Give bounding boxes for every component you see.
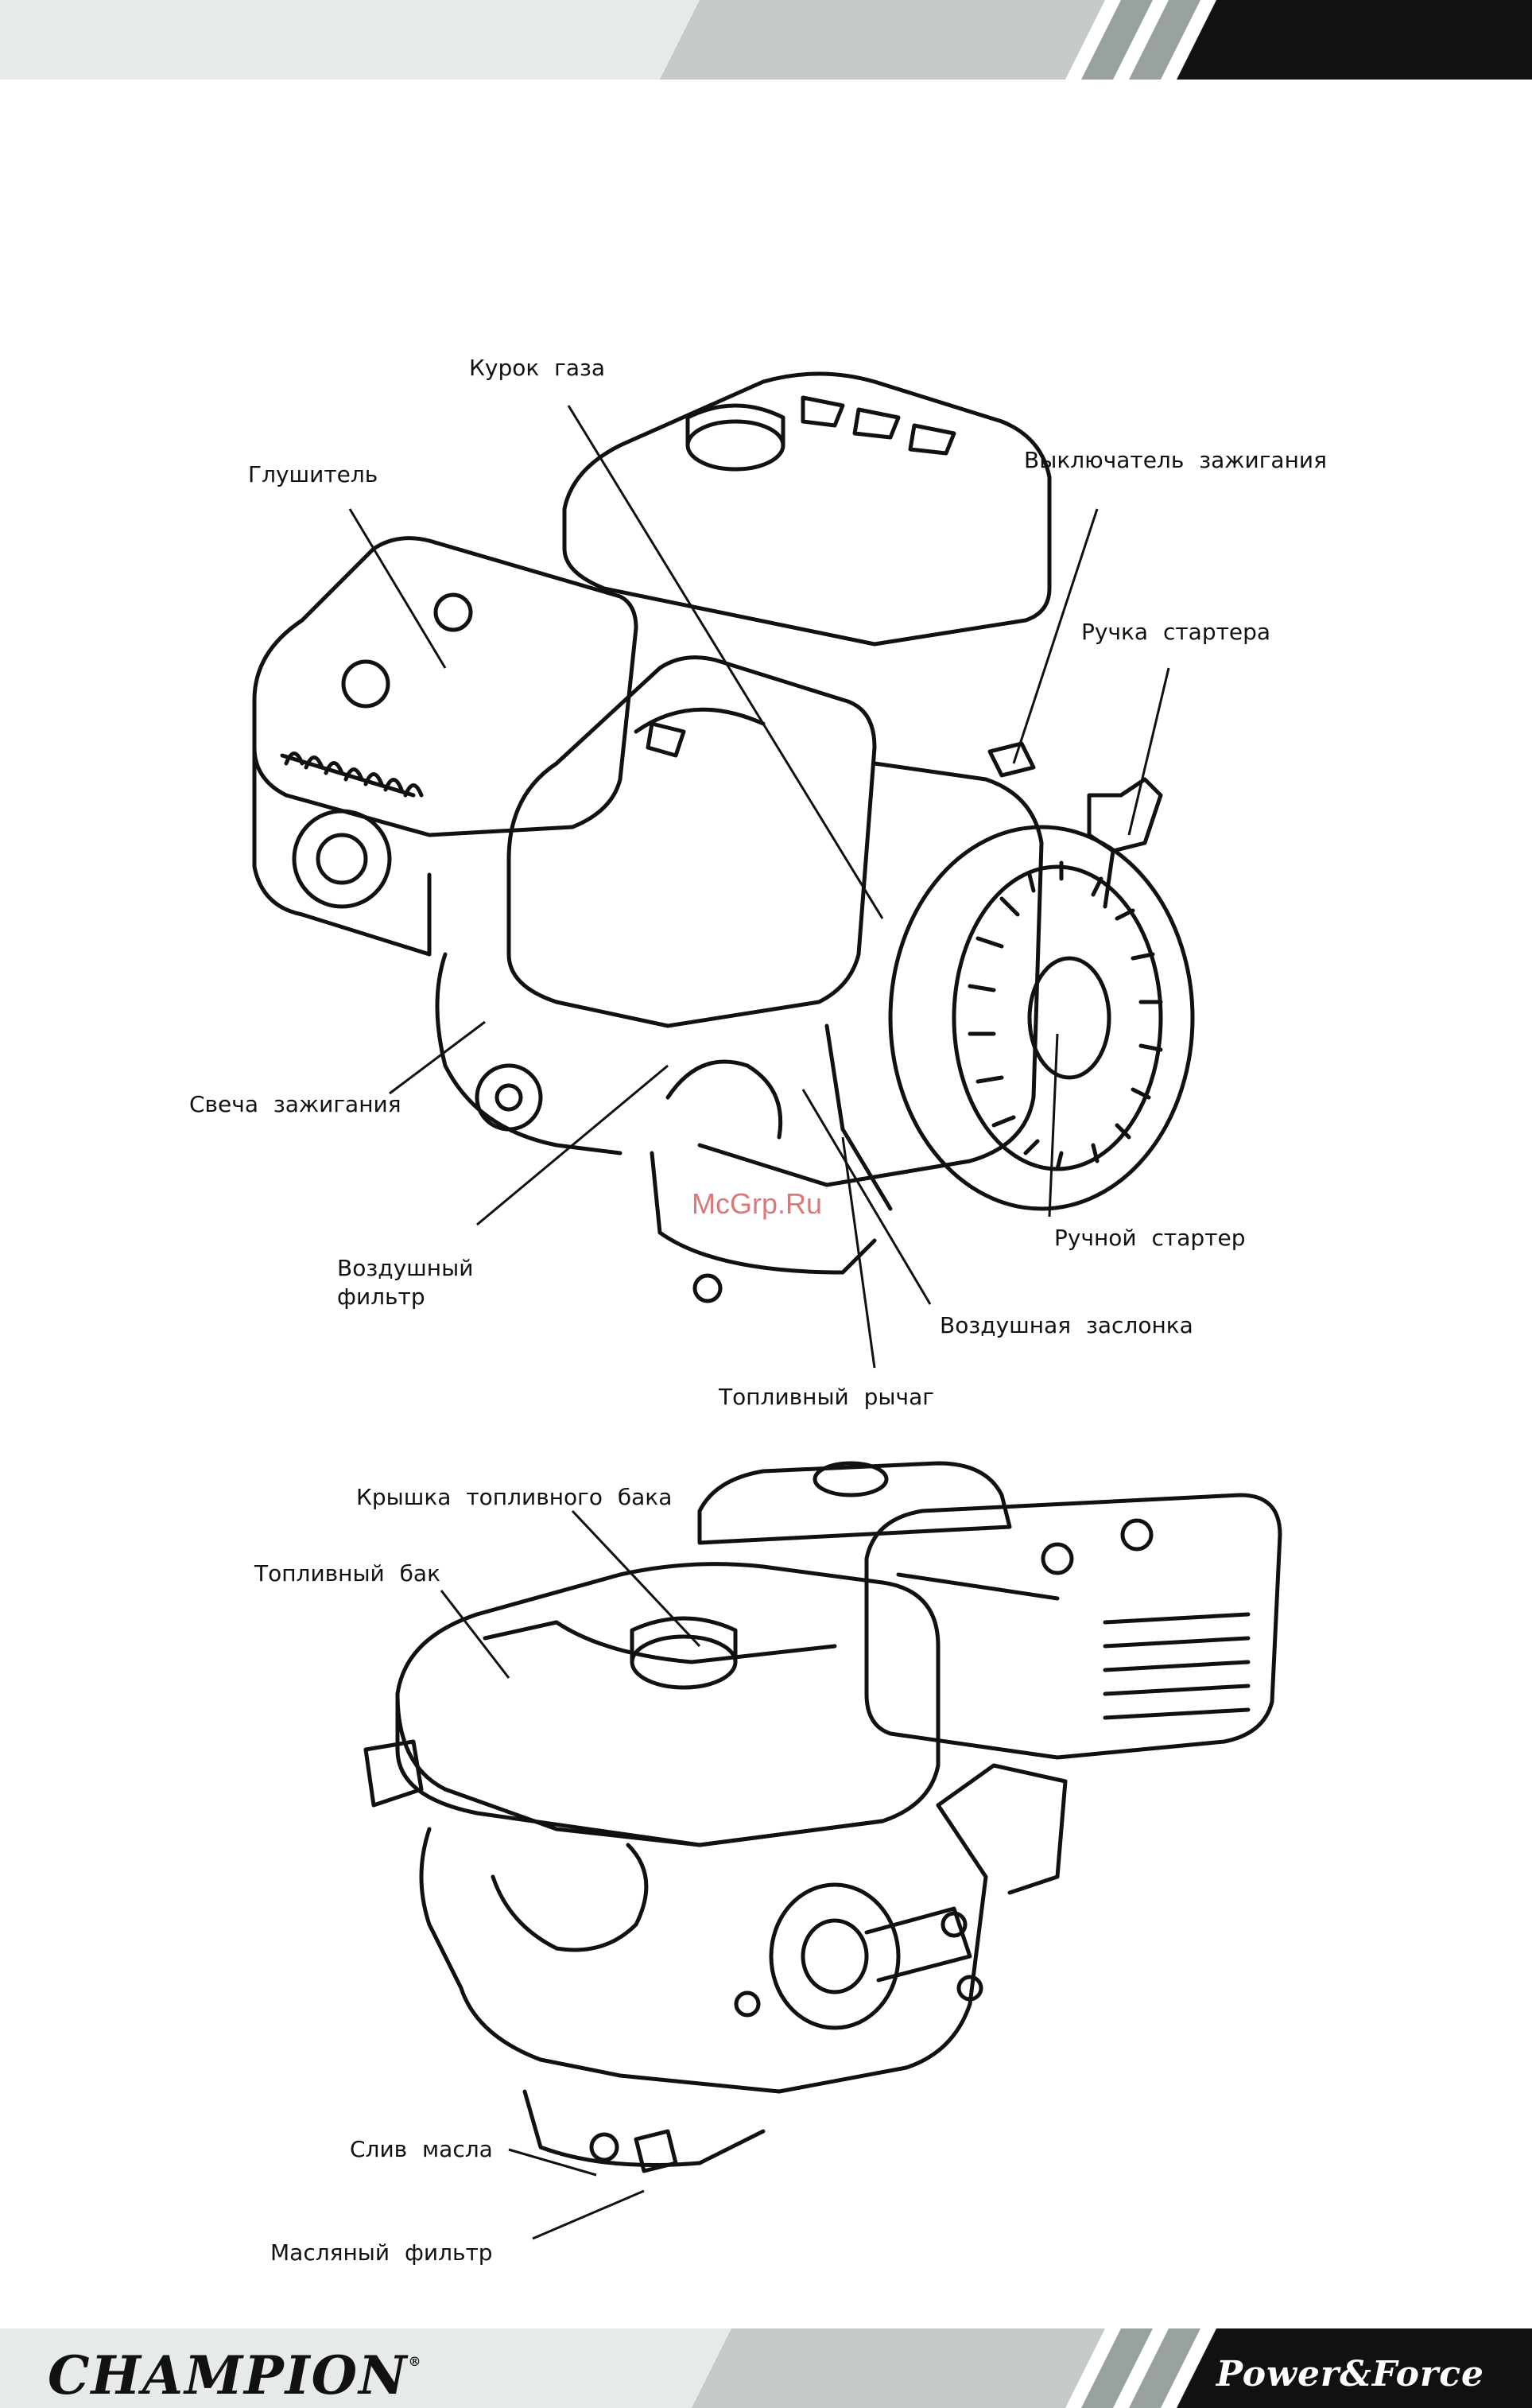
leader-fuel-tank	[441, 1590, 509, 1678]
leader-oil-filter	[533, 2191, 644, 2239]
logo-text: CHAMPION	[48, 2344, 408, 2406]
diagram-2-leaders	[0, 0, 1532, 2328]
champion-logo: CHAMPION®	[48, 2344, 422, 2406]
label-fuel-cap: Крышка топливного бака	[356, 1484, 672, 1510]
slogan-text: Power&Force	[1216, 2354, 1484, 2394]
footer-mid-stripe	[692, 2328, 1105, 2408]
registered-mark: ®	[408, 2354, 422, 2369]
label-fuel-tank: Топливный бак	[254, 1560, 440, 1587]
label-oil-drain: Слив масла	[350, 2136, 493, 2162]
leader-oil-drain	[509, 2150, 596, 2175]
leader-fuel-cap	[572, 1511, 700, 1646]
label-oil-filter: Масляный фильтр	[270, 2239, 493, 2266]
